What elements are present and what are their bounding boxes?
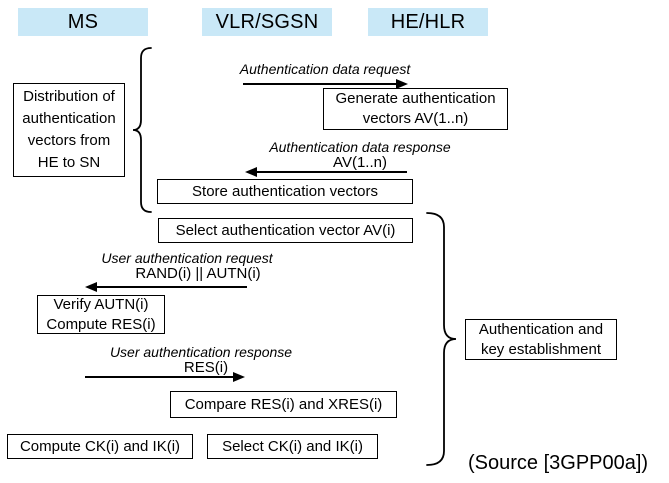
select-ck-line: Select CK(i) and IK(i): [222, 437, 363, 455]
generate-line: Generate authentication: [335, 90, 496, 107]
message-user-auth-response-params: RES(i): [183, 359, 229, 376]
column-header-vlr-sgsn: VLR/SGSN: [202, 8, 332, 36]
generate-vectors-box: Generate authentication vectors AV(1..n): [323, 88, 508, 130]
verify-compute-box: Verify AUTN(i) Compute RES(i): [37, 295, 165, 334]
source-citation: (Source [3GPP00a]): [468, 452, 649, 474]
right-grouping-brace: [426, 212, 457, 466]
auth-key-line: key establishment: [480, 340, 602, 358]
arrowhead-left-icon: [245, 167, 257, 177]
verify-line: Compute RES(i): [46, 315, 156, 333]
distribution-line: vectors from: [27, 132, 111, 149]
compare-line: Compare RES(i) and XRES(i): [184, 395, 383, 413]
distribution-annotation-box: Distribution of authentication vectors f…: [13, 83, 125, 177]
left-grouping-brace: [132, 47, 152, 213]
message-auth-data-request-label: Authentication data request: [239, 61, 411, 77]
select-vector-box: Select authentication vector AV(i): [158, 218, 413, 243]
verify-line: Verify AUTN(i): [53, 295, 149, 313]
column-header-he-hlr: HE/HLR: [368, 8, 488, 36]
message-user-auth-request-label: User authentication request: [101, 250, 273, 266]
auth-key-line: Authentication and: [478, 320, 604, 338]
arrowhead-right-icon: [233, 372, 245, 382]
arrowhead-right-icon: [396, 79, 408, 89]
compute-ck-line: Compute CK(i) and IK(i): [19, 437, 181, 455]
compare-res-box: Compare RES(i) and XRES(i): [170, 391, 397, 418]
select-ck-ik-box: Select CK(i) and IK(i): [207, 434, 378, 459]
compute-ck-ik-box: Compute CK(i) and IK(i): [7, 434, 193, 459]
store-line: Store authentication vectors: [192, 182, 378, 200]
distribution-line: Distribution of: [23, 88, 115, 105]
message-user-auth-response-label: User authentication response: [109, 344, 293, 360]
auth-key-establishment-box: Authentication and key establishment: [465, 319, 617, 360]
arrowhead-left-icon: [85, 282, 97, 292]
message-user-auth-request-params: RAND(i) || AUTN(i): [135, 265, 261, 282]
distribution-line: HE to SN: [37, 154, 101, 171]
generate-line: vectors AV(1..n): [362, 110, 469, 127]
select-av-line: Select authentication vector AV(i): [175, 221, 396, 239]
distribution-line: authentication: [22, 110, 116, 127]
message-auth-data-response-label: Authentication data response: [269, 139, 451, 155]
store-vectors-box: Store authentication vectors: [157, 179, 413, 204]
message-auth-data-request-line: [243, 83, 398, 85]
message-auth-data-response-params: AV(1..n): [333, 154, 387, 171]
column-header-ms: MS: [18, 8, 148, 36]
message-user-auth-response-line: [85, 376, 235, 378]
message-auth-data-response-line: [257, 171, 407, 173]
message-user-auth-request-line: [97, 286, 247, 288]
